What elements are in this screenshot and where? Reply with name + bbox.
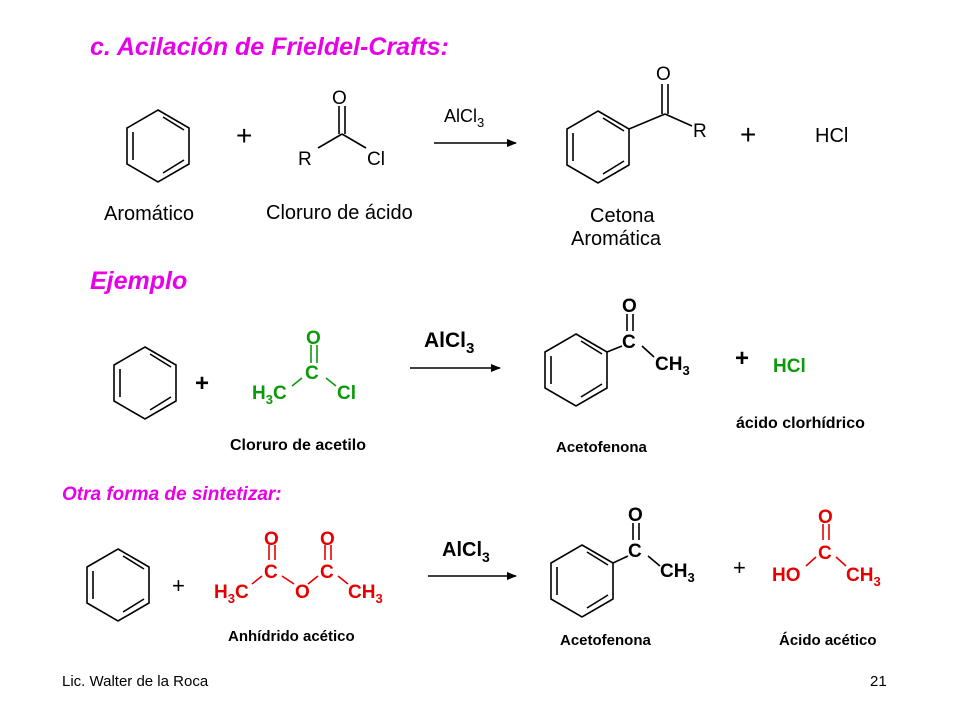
atom-o-bridge: O [295, 582, 310, 603]
plus-sign: + [172, 573, 185, 598]
atom-r: R [298, 149, 312, 170]
atom-o: O [306, 328, 321, 349]
label-acetofenona: Acetofenona [556, 439, 648, 456]
atom-c: C [264, 562, 278, 583]
catalyst-label-3: AlCl3 [442, 539, 490, 565]
atom-c: C [622, 332, 636, 353]
label-acido-acetico: Ácido acético [779, 632, 877, 649]
atom-ho: HO [772, 565, 801, 586]
atom-h3c: H3C [214, 582, 249, 606]
acetophenone-structure-1: O C CH3 [544, 296, 690, 407]
catalyst-label-1: AlCl3 [444, 106, 484, 130]
benzene-ring-general [126, 109, 190, 183]
acetyl-chloride-structure: O C H3C Cl [252, 328, 356, 407]
example-reaction: + O C H3C Cl Cloruro de acetilo AlCl3 O … [113, 296, 865, 456]
benzene-ring-example [113, 346, 177, 420]
benzene-ring-alternative [86, 548, 150, 622]
atom-ch3: CH3 [846, 565, 881, 589]
label-acido-clorhidrico: ácido clorhídrico [736, 415, 865, 432]
atom-o: O [332, 88, 347, 109]
plus-sign: + [195, 370, 209, 397]
atom-ch3: CH3 [660, 561, 695, 585]
atom-c: C [320, 562, 334, 583]
atom-o: O [818, 507, 833, 528]
atom-cl: Cl [367, 149, 385, 170]
atom-c: C [628, 541, 642, 562]
label-cloruro-de-acetilo: Cloruro de acetilo [230, 437, 366, 454]
plus-sign: + [733, 555, 746, 580]
plus-sign: + [735, 345, 749, 372]
label-acetofenona: Acetofenona [560, 632, 652, 649]
label-cloruro-de-acido: Cloruro de ácido [266, 202, 413, 224]
acid-chloride-structure: O R Cl [298, 88, 385, 170]
label-anhidrido-acetico: Anhídrido acético [228, 628, 355, 645]
atom-c: C [305, 363, 319, 384]
atom-ch3: CH3 [348, 582, 383, 606]
atom-o: O [628, 505, 643, 526]
label-aromatica: Aromática [571, 228, 662, 250]
section-title: c. Acilación de Frieldel-Crafts: [90, 33, 449, 61]
atom-cl: Cl [337, 383, 356, 404]
product-hcl: HCl [815, 125, 848, 147]
label-cetona: Cetona [590, 205, 655, 227]
atom-o: O [320, 529, 335, 550]
label-aromatico: Aromático [104, 203, 194, 225]
atom-o: O [656, 64, 671, 85]
acetic-anhydride-structure: O O C C O H3C CH3 [214, 529, 383, 606]
catalyst-label-2: AlCl3 [424, 329, 474, 357]
plus-sign: + [236, 120, 252, 151]
atom-o: O [622, 296, 637, 317]
footer-author: Lic. Walter de la Roca [62, 673, 209, 690]
plus-sign: + [740, 119, 756, 150]
acetophenone-structure-2: O C CH3 [550, 505, 695, 618]
atom-o: O [264, 529, 279, 550]
atom-r: R [693, 121, 707, 142]
atom-c: C [818, 543, 832, 564]
general-reaction: Aromático + O R Cl Cloruro de ácido AlCl… [104, 64, 848, 250]
aromatic-ketone-structure: O R [566, 64, 707, 184]
alternative-reaction: + O O C C O H3C CH3 Anhídrido acético Al… [86, 505, 881, 649]
example-heading: Ejemplo [90, 267, 187, 295]
page-number: 21 [870, 673, 887, 690]
alternative-heading: Otra forma de sintetizar: [62, 484, 282, 505]
product-hcl-green: HCl [773, 356, 806, 377]
atom-ch3: CH3 [655, 354, 690, 378]
acetic-acid-structure: O C HO CH3 [772, 507, 881, 589]
atom-h3c: H3C [252, 383, 287, 407]
